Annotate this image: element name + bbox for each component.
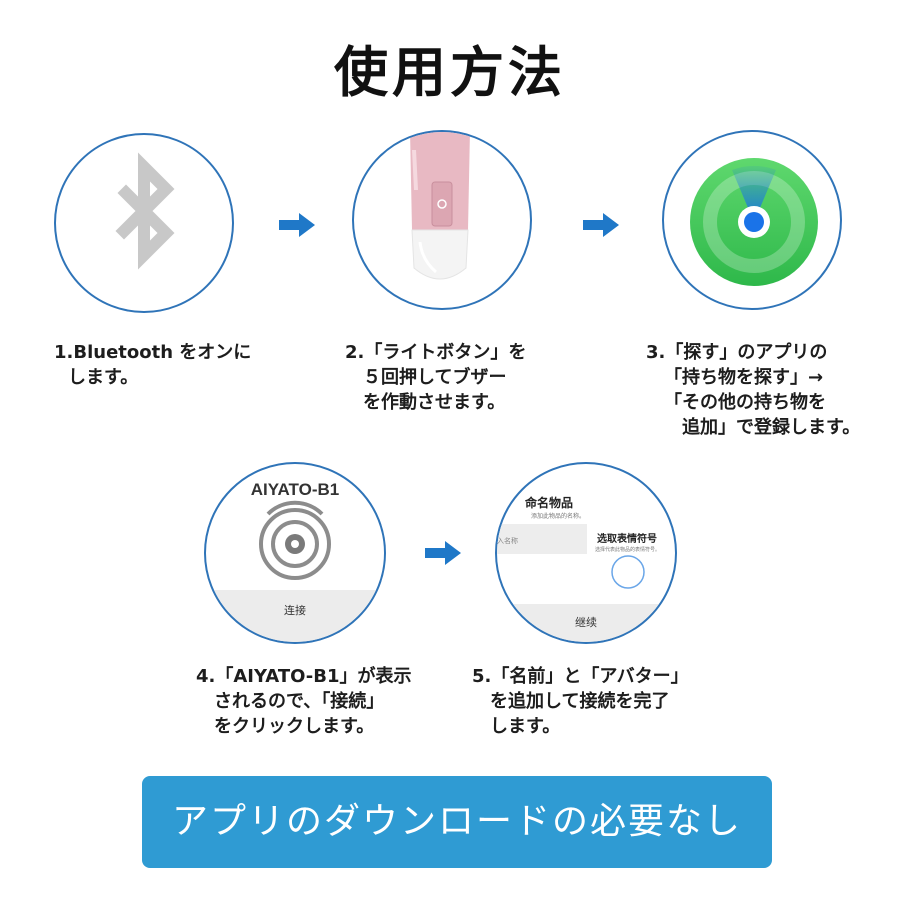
step3-circle: [662, 130, 842, 310]
emoji-title: 选取表情符号: [597, 534, 657, 545]
bluetooth-icon: [115, 152, 175, 270]
name-item-title: 命名物品: [525, 496, 574, 510]
step2-line2: ５回押してブザー: [345, 367, 507, 388]
step5-line3: します。: [472, 716, 561, 737]
step2-text: 2.「ライトボタン」を ５回押してブザー を作動させます。: [345, 340, 526, 415]
step2-line3: を作動させます。: [345, 392, 506, 413]
continue-button-bg[interactable]: [497, 604, 675, 642]
step1-line1: 1.Bluetooth をオンに: [54, 342, 252, 363]
continue-button-label[interactable]: 继续: [575, 616, 597, 629]
tracker-device-image: [410, 132, 470, 280]
step3-text: 3.「探す」のアプリの 「持ち物を探す」→ 「その他の持ち物を 追加」で登録しま…: [646, 340, 860, 440]
right-arrow-icon: [583, 213, 619, 237]
device-name: AIYATO-B1: [250, 480, 340, 499]
radar-icon: [259, 500, 331, 580]
step5-line2: を追加して接続を完了: [472, 691, 670, 712]
step4-text: 4.「AIYATO-B1」が表示 されるので、「接続」 をクリックします。: [196, 664, 411, 739]
name-item-subtitle: 添加此物品的名称。: [531, 513, 586, 520]
emoji-picker-circle[interactable]: [495, 462, 677, 644]
connect-button-bg[interactable]: [206, 590, 384, 642]
page-title: 使用方法: [334, 41, 566, 104]
step5-text: 5.「名前」と「アバター」 を追加して接続を完了 します。: [472, 664, 689, 739]
right-arrow-icon: [279, 213, 315, 237]
name-input-bg[interactable]: [497, 524, 587, 554]
connect-button-label[interactable]: 连接: [284, 604, 306, 617]
step4-line2: されるので、「接続」: [196, 691, 385, 712]
step4-circle: AIYATO-B1 连接: [204, 462, 386, 644]
name-input-placeholder[interactable]: 入名称: [497, 537, 518, 545]
step1-text: 1.Bluetooth をオンに します。: [54, 340, 251, 390]
step4-line3: をクリックします。: [196, 716, 375, 737]
step3-line1: 3.「探す」のアプリの: [646, 342, 828, 363]
step3-line4: 追加」で登録します。: [664, 417, 861, 438]
right-arrow-icon: [425, 541, 461, 565]
step1-line2: します。: [68, 367, 139, 388]
step4-line1: 4.「AIYATO-B1」が表示: [196, 666, 412, 687]
step3-line3: 「その他の持ち物を: [664, 392, 826, 413]
find-my-icon: [690, 158, 818, 286]
step2-circle: [352, 130, 532, 310]
no-download-banner: アプリのダウンロードの必要なし: [142, 776, 772, 868]
emoji-subtitle: 选择代表此物品的表情符号。: [595, 547, 661, 553]
step3-line2: 「持ち物を探す」→: [664, 367, 824, 388]
step5-circle: 命名物品 添加此物品的名称。 入名称 选取表情符号 选择代表此物品的表情符号。 …: [495, 462, 677, 644]
step2-line1: 2.「ライトボタン」を: [345, 342, 527, 363]
step1-circle: [54, 133, 234, 313]
step5-line1: 5.「名前」と「アバター」: [472, 666, 689, 687]
